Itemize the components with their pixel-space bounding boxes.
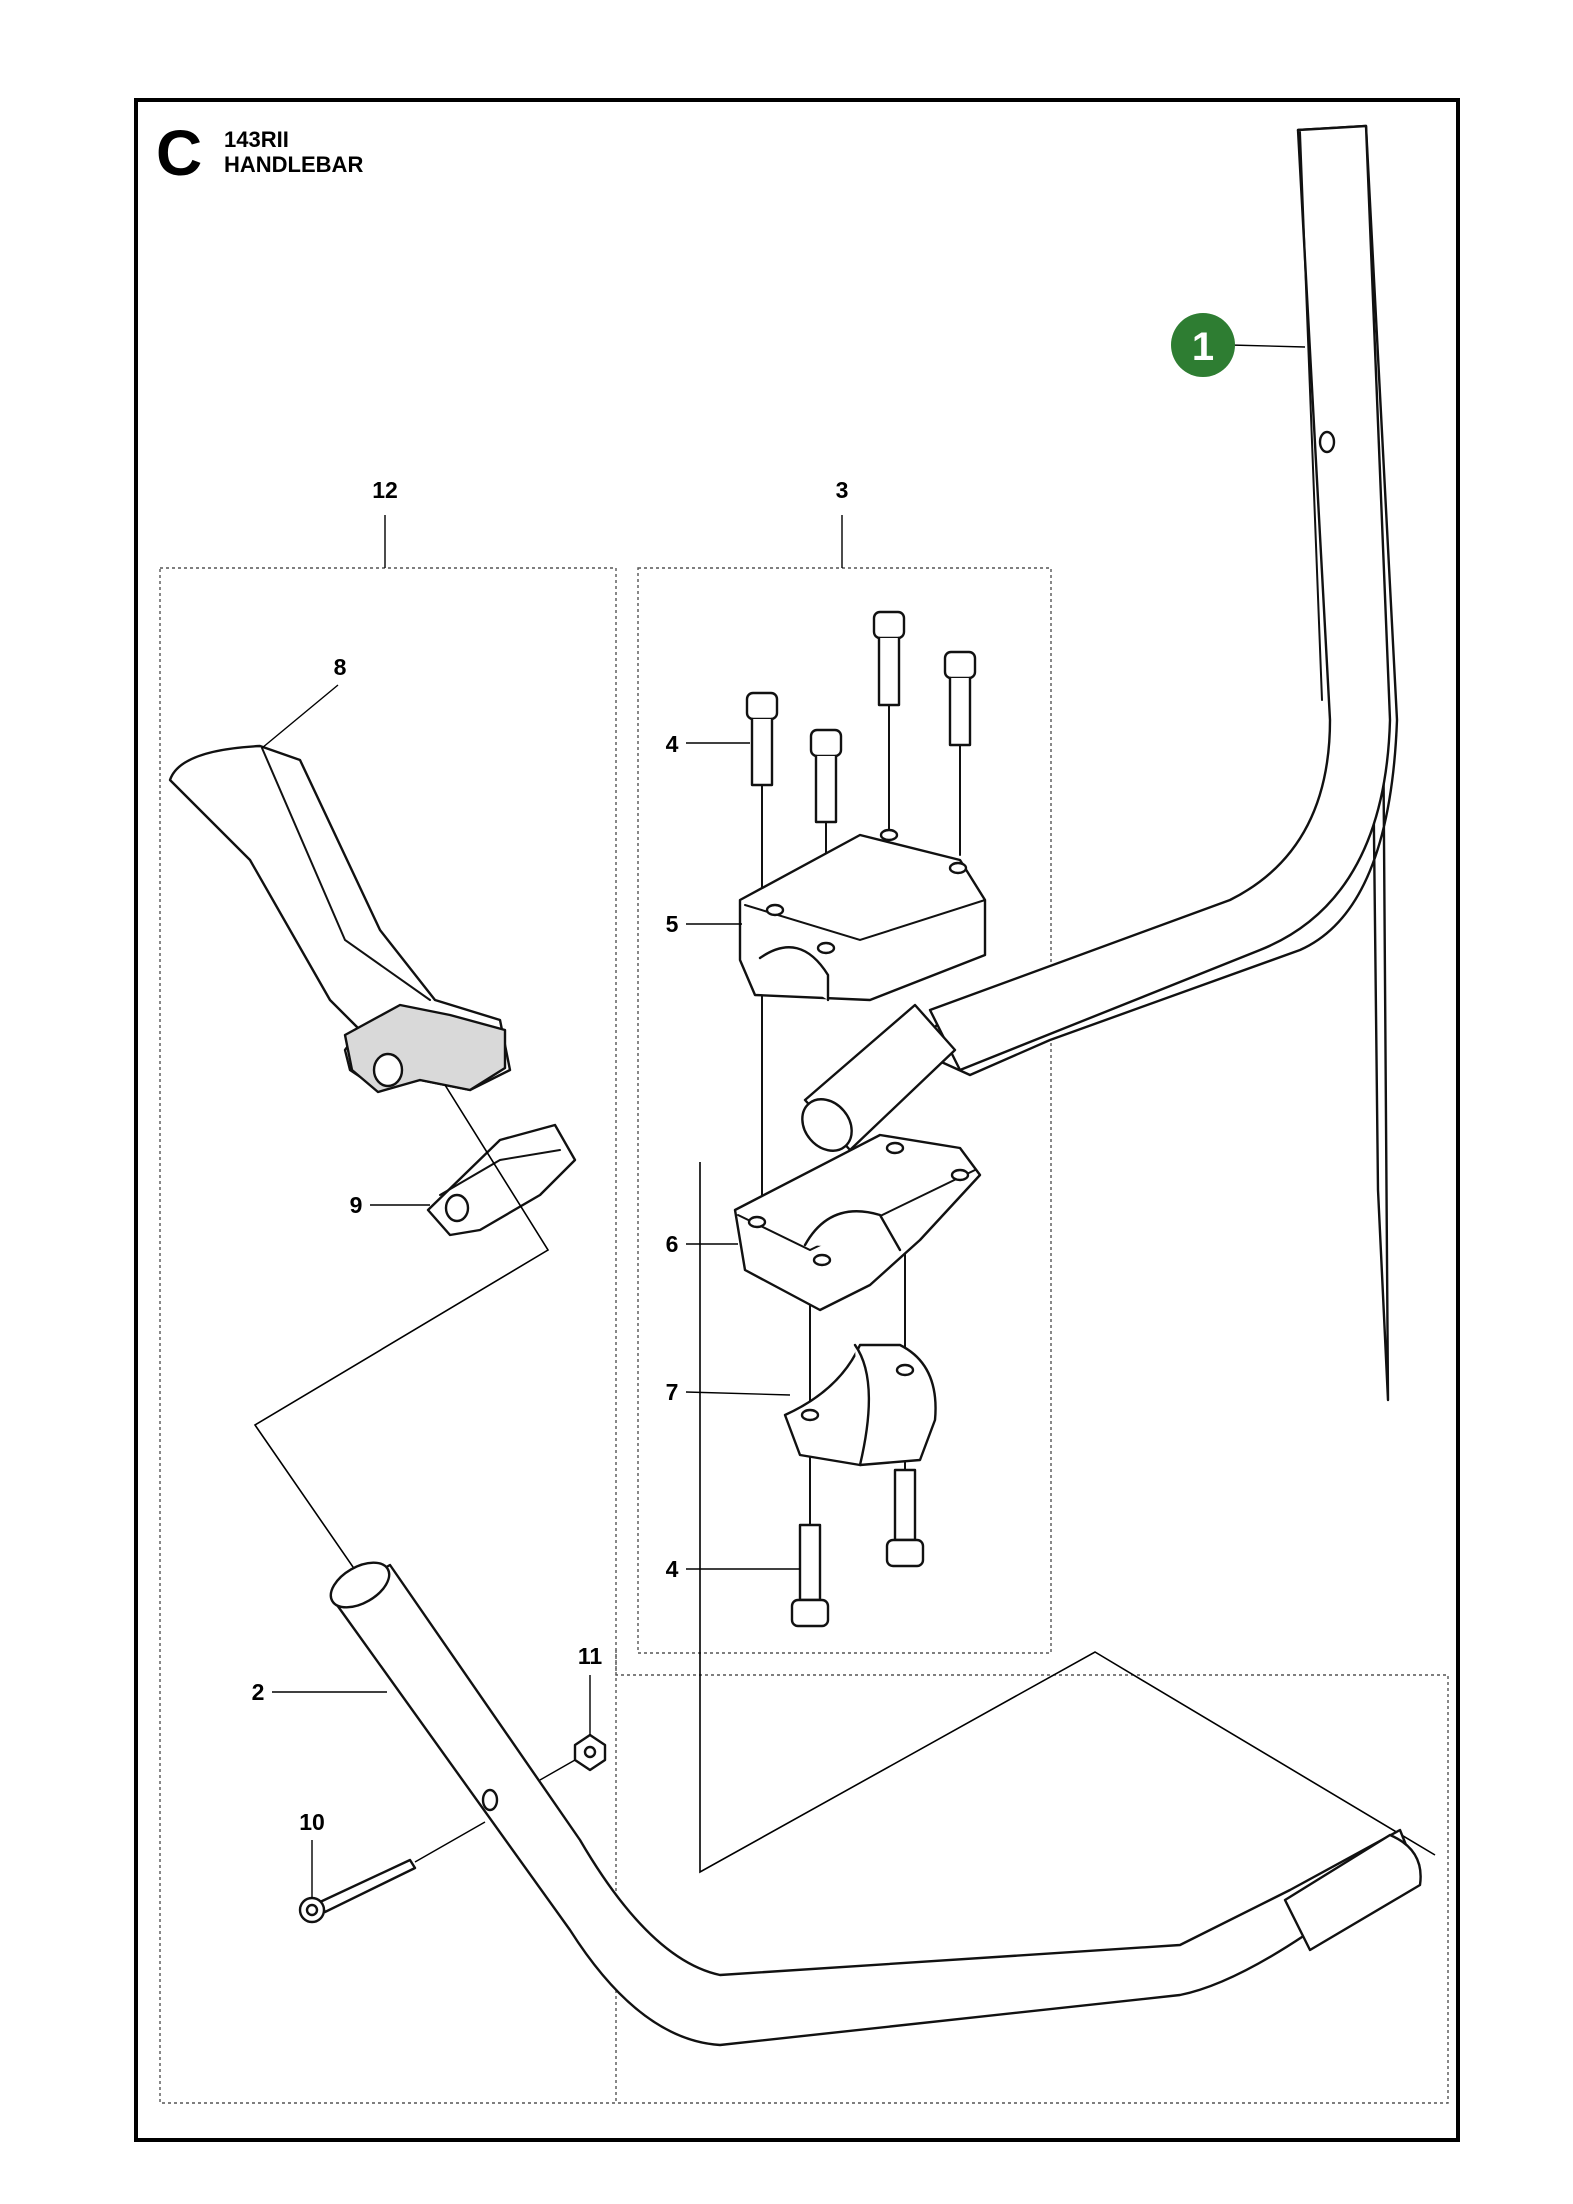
callout-5: 5 xyxy=(666,911,679,937)
callout-2: 2 xyxy=(252,1679,265,1705)
callout-line-7 xyxy=(685,1391,791,1396)
screw-4b xyxy=(809,728,843,824)
clamp-half-7 xyxy=(783,1343,937,1467)
screw-4f xyxy=(885,1468,925,1568)
callout-7: 7 xyxy=(666,1379,679,1405)
lower-clamp-6 xyxy=(733,1133,982,1312)
callout-6: 6 xyxy=(666,1231,679,1257)
callout-11: 11 xyxy=(578,1643,603,1669)
bracket-9 xyxy=(426,1123,577,1237)
section-letter: C xyxy=(156,117,202,189)
screw-4c xyxy=(872,610,906,707)
group-box-12-extension xyxy=(615,1650,1449,2104)
screw-4a xyxy=(745,691,779,787)
assembly-axis-10 xyxy=(414,1821,486,1863)
grip-8 xyxy=(168,744,512,1094)
model-label: 143RII xyxy=(224,127,289,152)
handlebar-tube-upper xyxy=(913,124,1399,1402)
tube-stub xyxy=(801,1003,957,1152)
upper-clamp-5 xyxy=(738,828,987,1002)
badge-1 xyxy=(1171,313,1235,377)
assembly-axis-11 xyxy=(539,1759,576,1781)
diagram-title: HANDLEBAR xyxy=(224,152,363,177)
callout-8: 8 xyxy=(334,654,347,680)
callout-line-8 xyxy=(261,684,339,749)
group-box-3 xyxy=(637,567,1052,1654)
screw-4d xyxy=(943,650,977,747)
callout-4-bottom: 4 xyxy=(666,1556,679,1582)
nut-11 xyxy=(573,1733,607,1772)
callout-line-1 xyxy=(1229,344,1306,348)
screw-4e xyxy=(790,1523,830,1628)
callout-12: 12 xyxy=(372,477,398,503)
group-box-12 xyxy=(159,567,617,2104)
badge-1-label: 1 xyxy=(1192,325,1214,369)
handlebar-tube-lower xyxy=(329,1561,1422,2047)
page-frame xyxy=(134,98,1460,2142)
bolt-10 xyxy=(298,1858,417,1924)
callout-3: 3 xyxy=(836,477,849,503)
callout-9: 9 xyxy=(350,1192,363,1218)
callout-10: 10 xyxy=(299,1809,325,1835)
assembly-leader-clamp xyxy=(699,1162,1436,1874)
callout-4-top: 4 xyxy=(666,731,679,757)
